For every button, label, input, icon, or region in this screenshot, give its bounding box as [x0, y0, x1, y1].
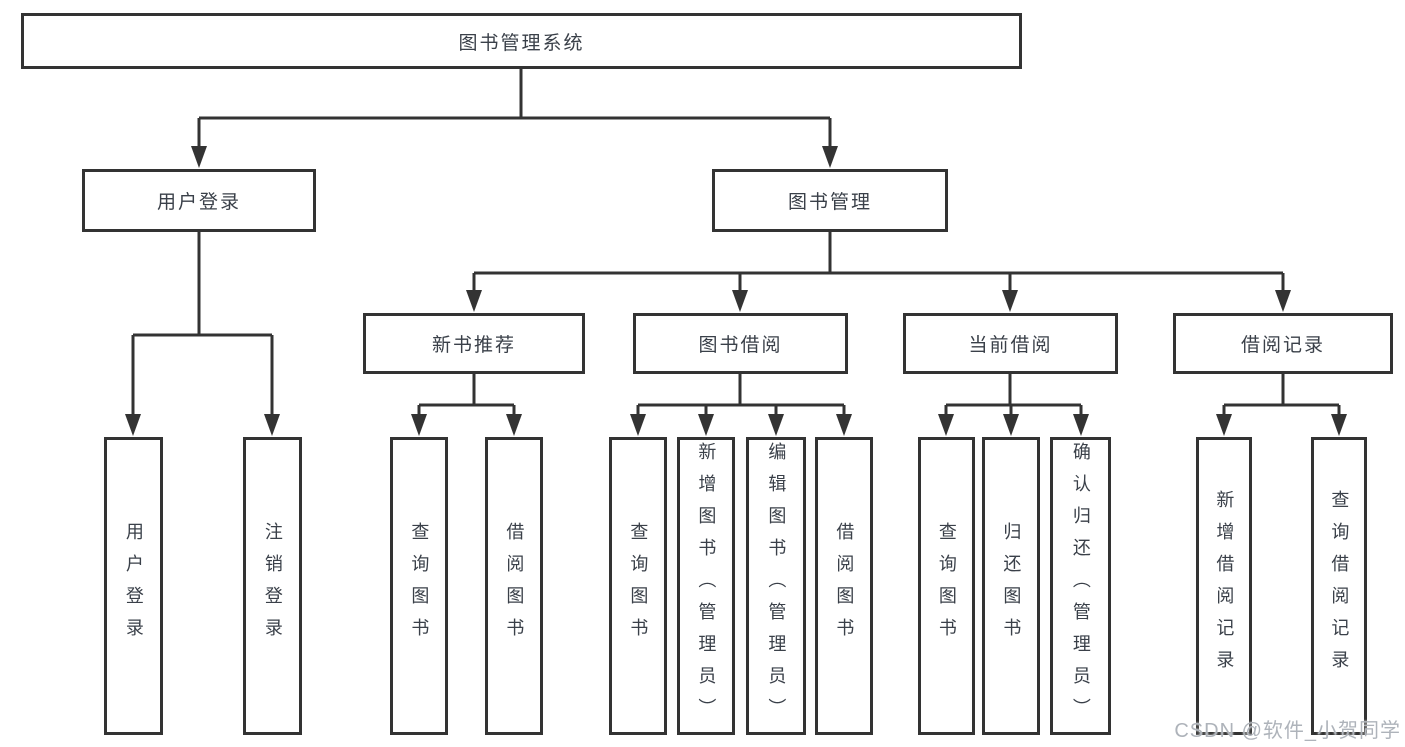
node-book-management: 图书管理 [712, 169, 948, 232]
node-root-label: 图书管理系统 [458, 32, 585, 54]
leaf-edit-book-admin: 编辑图书（管理员） [746, 437, 806, 735]
leaf-query-books-recommend: 查询图书 [390, 437, 448, 735]
leaf-add-borrow-record: 新增借阅记录 [1196, 437, 1252, 735]
leaf-borrow-books-label: 借阅图书 [834, 522, 855, 650]
connector-paths [131, 69, 1341, 416]
csdn-watermark: CSDN @软件_小贺同学 [1174, 720, 1401, 742]
leaf-return-book-label: 归还图书 [1001, 522, 1022, 650]
node-current-borrowing-label: 当前借阅 [968, 335, 1053, 356]
leaf-edit-book-admin-label: 编辑图书（管理员） [766, 442, 787, 730]
leaf-borrow-books-recommend-label: 借阅图书 [504, 522, 525, 650]
leaf-user-login: 用户登录 [104, 437, 163, 735]
arrowheads [125, 146, 1347, 436]
leaf-query-books-current: 查询图书 [918, 437, 975, 735]
leaf-query-books-borrow-label: 查询图书 [628, 522, 649, 650]
leaf-user-login-label: 用户登录 [123, 522, 144, 650]
node-current-borrowing: 当前借阅 [903, 313, 1118, 374]
node-book-borrowing-label: 图书借阅 [698, 335, 783, 356]
node-book-management-label: 图书管理 [787, 192, 872, 213]
leaf-query-books-recommend-label: 查询图书 [409, 522, 430, 650]
node-new-book-recommend: 新书推荐 [363, 313, 585, 374]
leaf-query-borrow-record-label: 查询借阅记录 [1329, 490, 1350, 682]
node-user-login-label: 用户登录 [156, 192, 241, 213]
node-borrowing-records-label: 借阅记录 [1240, 335, 1325, 356]
leaf-add-book-admin: 新增图书（管理员） [677, 437, 735, 735]
leaf-return-book: 归还图书 [982, 437, 1040, 735]
node-root-system: 图书管理系统 [21, 13, 1022, 69]
leaf-add-book-admin-label: 新增图书（管理员） [696, 442, 717, 730]
leaf-query-borrow-record: 查询借阅记录 [1311, 437, 1367, 735]
leaf-query-books-borrow: 查询图书 [609, 437, 667, 735]
node-user-login: 用户登录 [82, 169, 316, 232]
node-new-book-recommend-label: 新书推荐 [431, 335, 516, 356]
leaf-logout-label: 注销登录 [262, 522, 283, 650]
node-book-borrowing: 图书借阅 [633, 313, 848, 374]
leaf-add-borrow-record-label: 新增借阅记录 [1214, 490, 1235, 682]
leaf-confirm-return-admin: 确认归还（管理员） [1050, 437, 1111, 735]
leaf-borrow-books: 借阅图书 [815, 437, 873, 735]
leaf-logout: 注销登录 [243, 437, 302, 735]
leaf-confirm-return-admin-label: 确认归还（管理员） [1070, 442, 1091, 730]
leaf-borrow-books-recommend: 借阅图书 [485, 437, 543, 735]
node-borrowing-records: 借阅记录 [1173, 313, 1393, 374]
leaf-query-books-current-label: 查询图书 [936, 522, 957, 650]
